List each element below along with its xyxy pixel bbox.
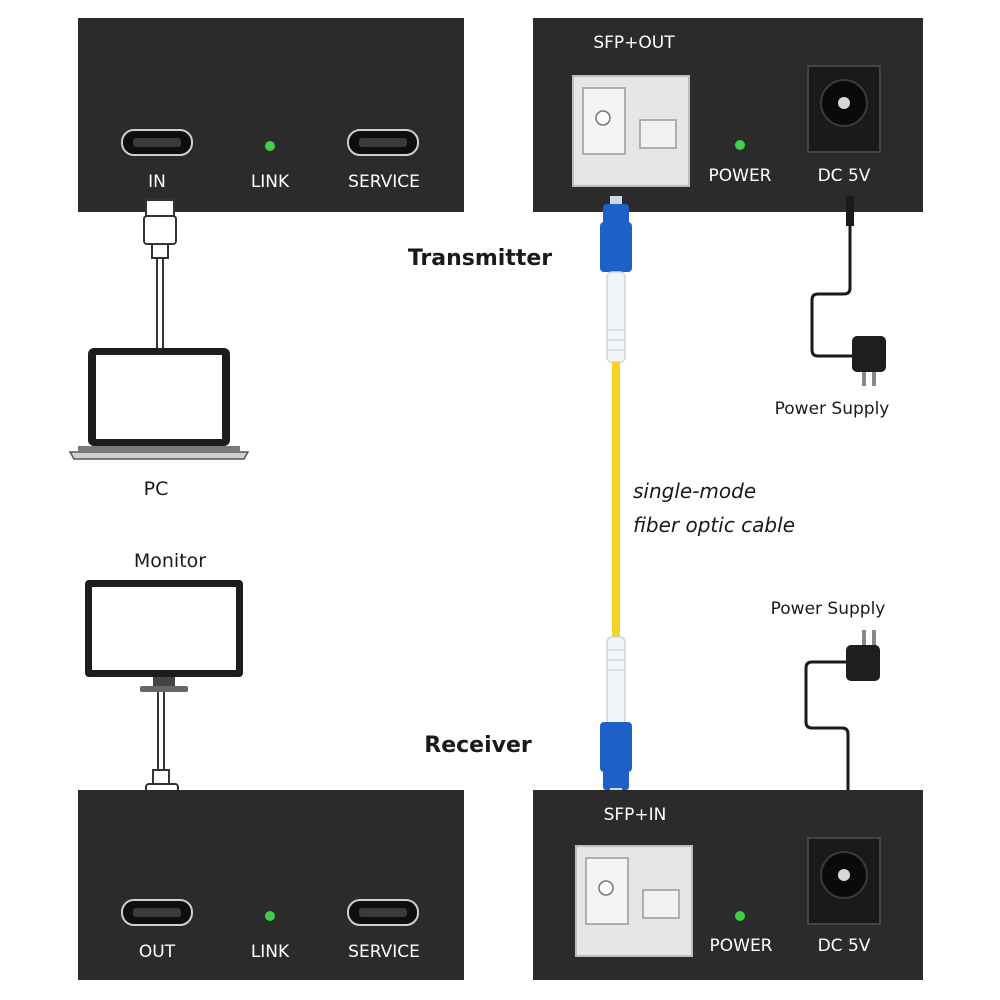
link-led-icon [265,911,275,921]
port-out-label: OUT [139,942,176,962]
usb-c-port-out-icon [121,899,193,926]
power-adapter-icon [846,630,880,681]
dc-5v-label: DC 5V [818,166,871,186]
sfp-port-icon [575,845,693,957]
dc-jack-icon [807,837,881,925]
power-adapter-icon [852,336,886,386]
power-label: POWER [710,936,773,956]
usb-c-port-in-icon [121,129,193,156]
usb-cable-pc [143,199,177,348]
power-supply-top-label: Power Supply [775,399,890,419]
port-service-label: SERVICE [348,942,420,962]
port-in-label: IN [148,172,166,192]
transmitter-right-panel: SFP+OUT POWER DC 5V [533,18,923,212]
monitor-icon [85,580,243,692]
transmitter-left-panel: IN LINK SERVICE [78,18,464,212]
power-led-icon [735,140,745,150]
usb-c-port-service-icon [347,899,419,926]
power-supply-bottom-label: Power Supply [771,599,886,619]
power-label: POWER [709,166,772,186]
power-cable-top [810,196,854,358]
link-led-icon [265,141,275,151]
dc-jack-icon [807,65,881,153]
pc-label: PC [144,478,169,500]
receiver-title: Receiver [424,733,532,758]
link-label: LINK [251,942,290,962]
laptop-icon [68,348,250,460]
cable-label-line2: fiber optic cable [633,513,795,537]
sfp-in-label: SFP+IN [604,805,667,825]
link-label: LINK [251,172,290,192]
usb-c-port-service-icon [347,129,419,156]
cable-label-line1: single-mode [633,479,756,503]
transmitter-title: Transmitter [408,246,552,271]
monitor-label: Monitor [134,550,206,572]
sfp-out-label: SFP+OUT [593,33,675,53]
power-led-icon [735,911,745,921]
receiver-left-panel: OUT LINK SERVICE [78,790,464,980]
sfp-port-icon [572,75,690,187]
fiber-optic-cable [600,196,632,794]
port-service-label: SERVICE [348,172,420,192]
dc-5v-label: DC 5V [818,936,871,956]
receiver-right-panel: SFP+IN POWER DC 5V [533,790,923,980]
